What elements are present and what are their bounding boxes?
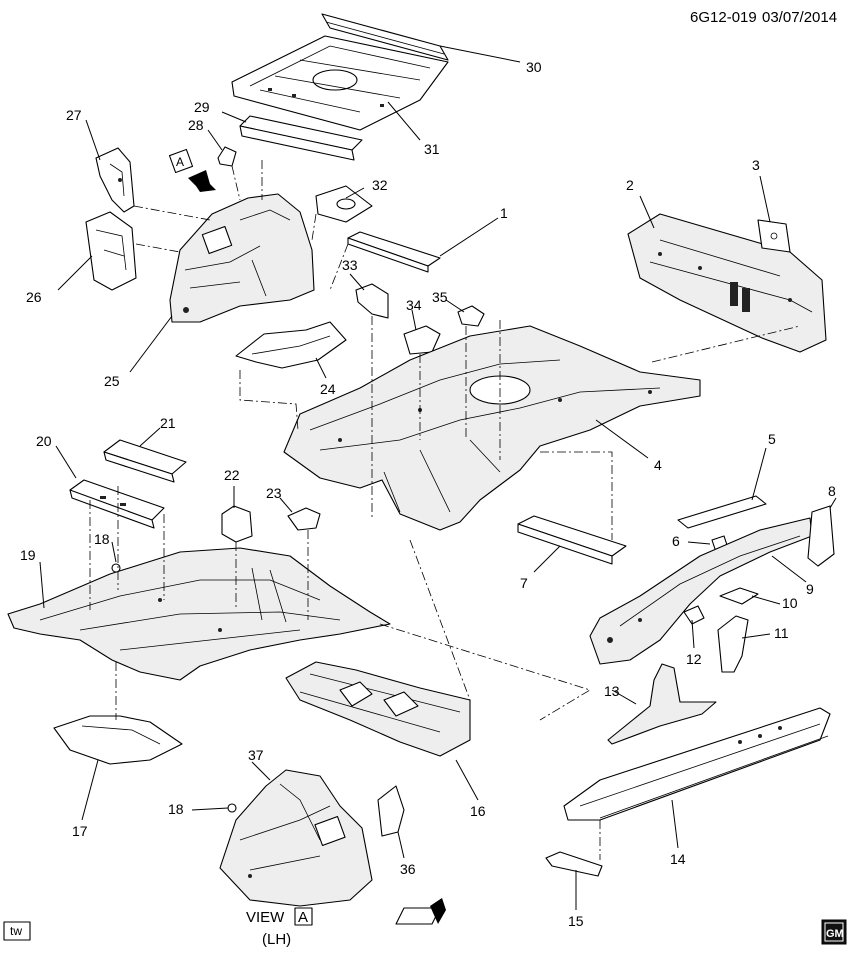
callout-18-upper: 18	[94, 531, 110, 547]
part-36-bracket	[377, 785, 405, 837]
callout-28: 28	[188, 117, 204, 133]
part-12-bracket	[683, 605, 705, 625]
part-37-view-a-assembly	[219, 769, 373, 907]
callout-18-lower: 18	[168, 801, 184, 817]
part-33-bracket	[355, 283, 389, 319]
part-26-wheelhouse-panel	[85, 211, 137, 291]
callout-22: 22	[224, 467, 240, 483]
part-30-rear-bar	[321, 13, 449, 61]
part-14-rocker-sill	[563, 707, 831, 821]
gm-logo: GM	[821, 919, 847, 945]
callout-31: 31	[424, 141, 440, 157]
part-7-rail	[517, 515, 627, 565]
callout-10: 10	[782, 595, 798, 611]
part-11-bracket	[717, 615, 749, 673]
part-21-rail	[103, 439, 187, 483]
part-20-rail	[69, 479, 165, 529]
part-8-bracket	[807, 505, 835, 567]
part-2-rear-compartment-panel	[627, 213, 827, 353]
callout-19: 19	[20, 547, 36, 563]
part-34-bracket	[403, 325, 441, 355]
callout-13: 13	[604, 683, 620, 699]
callout-12: 12	[686, 651, 702, 667]
alignment-lines	[89, 160, 801, 860]
callout-21: 21	[160, 415, 176, 431]
part-18-fastener-upper	[111, 563, 121, 573]
part-25-quarter-inner-panel	[169, 193, 315, 323]
part-19-front-floor-pan	[7, 547, 391, 681]
part-22-bracket	[221, 505, 253, 543]
part-4-rear-floor-pan	[283, 325, 701, 531]
callout-33: 33	[342, 257, 358, 273]
part-29-cross-rail	[239, 115, 363, 161]
callout-27: 27	[66, 107, 82, 123]
view-label: VIEW A (LH)	[246, 907, 313, 948]
callout-17: 17	[72, 823, 88, 839]
view-label-text: VIEW	[246, 909, 285, 926]
callout-26: 26	[26, 289, 42, 305]
part-10-bracket	[719, 587, 759, 605]
part-9-front-rail-assembly	[589, 517, 813, 665]
part-1-cross-member	[347, 231, 441, 273]
part-35-bracket	[457, 305, 485, 327]
callout-15: 15	[568, 913, 584, 929]
callout-labels: 30 31 29 28 27 26 25 32 1 2 3 33 34 35 2…	[20, 59, 836, 929]
diagram-id: 6G12-019	[690, 9, 757, 26]
callout-leaders	[39, 45, 837, 910]
tw-tag-text: tw	[10, 924, 22, 938]
part-28-bracket	[217, 146, 237, 167]
callout-32: 32	[372, 177, 388, 193]
part-23-bracket	[287, 507, 321, 531]
view-letter: A	[298, 909, 308, 926]
callout-6: 6	[672, 533, 680, 549]
callout-23: 23	[266, 485, 282, 501]
callout-29: 29	[194, 99, 210, 115]
part-5-strip	[677, 495, 767, 529]
view-direction-block	[395, 898, 446, 925]
callout-4: 4	[654, 457, 662, 473]
part-32-bracket	[315, 185, 373, 223]
part-16-rear-cross-member	[285, 661, 471, 757]
callout-34: 34	[406, 297, 422, 313]
callout-37: 37	[248, 747, 264, 763]
diagram-date: 03/07/2014	[762, 9, 837, 26]
callout-16: 16	[470, 803, 486, 819]
callout-11: 11	[774, 625, 789, 641]
callout-8: 8	[828, 483, 836, 499]
callout-24: 24	[320, 381, 336, 397]
part-27-upper-bracket	[95, 147, 135, 213]
view-side: (LH)	[262, 931, 291, 948]
tw-tag: tw	[3, 921, 31, 941]
part-18-fastener-lower	[227, 803, 237, 813]
callout-5: 5	[768, 431, 776, 447]
part-17-floor-bracket	[53, 715, 183, 765]
callout-9: 9	[806, 581, 814, 597]
part-31-package-shelf	[231, 35, 449, 131]
callout-36: 36	[400, 861, 416, 877]
callout-14: 14	[670, 851, 686, 867]
callout-25: 25	[104, 373, 120, 389]
part-24-bracket	[235, 321, 347, 369]
callout-35: 35	[432, 289, 448, 305]
part-3-plate	[757, 219, 791, 253]
view-letter-box	[294, 907, 313, 926]
callout-7: 7	[520, 575, 528, 591]
view-a-arrow-marker: A	[168, 148, 216, 192]
callout-3: 3	[752, 157, 760, 173]
view-a-marker-letter: A	[176, 155, 184, 169]
callout-30: 30	[526, 59, 542, 75]
part-13-pillar-reinforcement	[607, 663, 717, 745]
callout-20: 20	[36, 433, 52, 449]
part-15-bracket	[545, 851, 603, 877]
gm-logo-text: GM	[826, 928, 844, 940]
callout-1: 1	[500, 205, 508, 221]
callout-2: 2	[626, 177, 634, 193]
